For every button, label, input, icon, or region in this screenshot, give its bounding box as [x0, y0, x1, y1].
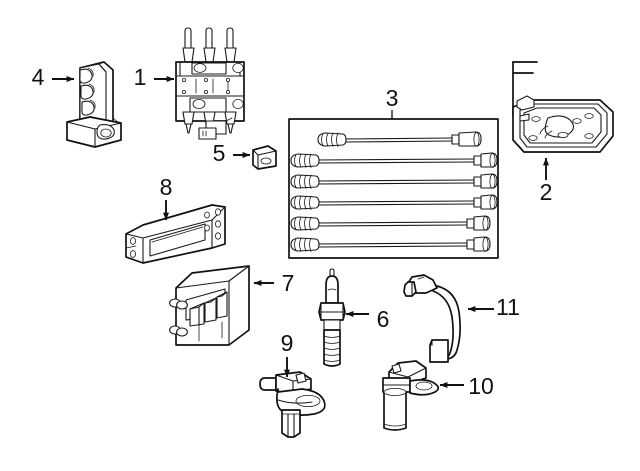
part-10-crankshaft-position-sensor — [382, 360, 440, 431]
part-8-ecm-mounting-bracket — [125, 204, 226, 264]
part-4-wire-separator-clip — [66, 61, 122, 148]
part-6-spark-plug — [318, 268, 346, 367]
callout-6: 6 — [377, 306, 390, 332]
callout-10: 10 — [468, 373, 494, 399]
callout-8: 8 — [160, 174, 173, 200]
part-2-coil-mounting-bracket — [512, 61, 614, 153]
callout-5: 5 — [213, 140, 226, 166]
part-3-spark-plug-wire-set — [288, 118, 499, 259]
callout-11: 11 — [496, 294, 520, 320]
part-11-oxygen-sensor — [403, 274, 461, 363]
callout-7: 7 — [282, 270, 295, 296]
callout-9: 9 — [281, 330, 294, 356]
part-9-camshaft-position-sensor — [259, 371, 326, 438]
part-7-engine-control-module — [169, 265, 250, 346]
callout-4: 4 — [32, 64, 45, 90]
wire-5 — [290, 215, 491, 231]
part-1-ignition-coil-pack — [175, 27, 245, 140]
callout-2: 2 — [540, 179, 553, 205]
part-5-wire-retainer-grommet — [252, 145, 277, 170]
wire-2 — [290, 152, 498, 168]
wire-4 — [290, 194, 498, 210]
callout-1: 1 — [134, 64, 147, 90]
wire-1 — [317, 131, 482, 147]
wire-6 — [290, 236, 491, 252]
callout-layer: 1 2 3 4 5 6 7 8 9 10 — [32, 64, 553, 399]
callout-3: 3 — [386, 85, 399, 111]
wire-3 — [290, 173, 498, 189]
